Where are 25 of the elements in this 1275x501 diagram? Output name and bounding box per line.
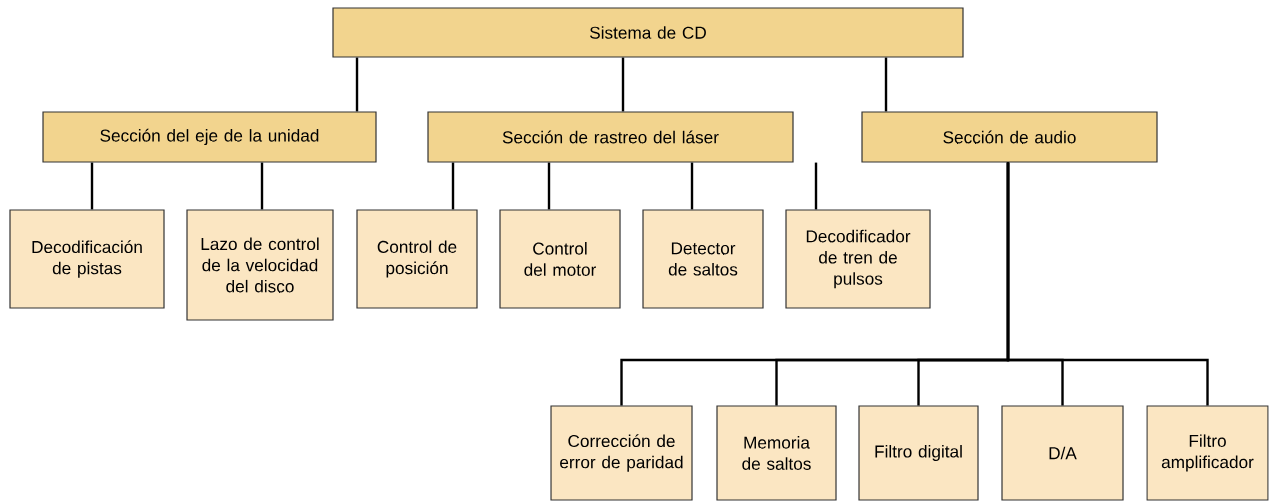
connector-line <box>690 162 694 210</box>
function-box: Detector de saltos <box>642 209 764 309</box>
function-box: Control de posición <box>356 209 478 309</box>
function-box: Decodificación de pistas <box>9 209 165 309</box>
function-box: Decodificador de tren de pulsos <box>785 209 931 309</box>
section-box: Sección del eje de la unidad <box>42 111 377 163</box>
function-box: Filtro digital <box>858 405 979 501</box>
connector-line <box>260 162 264 210</box>
function-box: Memoria de saltos <box>716 405 837 501</box>
function-box: Control del motor <box>499 209 621 309</box>
function-box: Lazo de control de la velocidad del disco <box>186 209 334 321</box>
connector-line <box>814 162 818 210</box>
connector-line <box>884 57 888 112</box>
connector-line <box>1006 162 1209 406</box>
section-box: Sección de audio <box>861 111 1158 163</box>
section-box: Sección de rastreo del láser <box>427 111 794 163</box>
system-box: Sistema de CD <box>332 7 964 58</box>
connector-line <box>90 162 94 210</box>
connector-line <box>451 162 455 210</box>
function-box: D/A <box>1001 405 1124 501</box>
connector-line <box>547 162 551 210</box>
function-box: Corrección de error de paridad <box>550 405 693 501</box>
connector-line <box>355 57 359 112</box>
function-box: Filtro amplificador <box>1146 405 1269 501</box>
connector-line <box>621 57 625 112</box>
